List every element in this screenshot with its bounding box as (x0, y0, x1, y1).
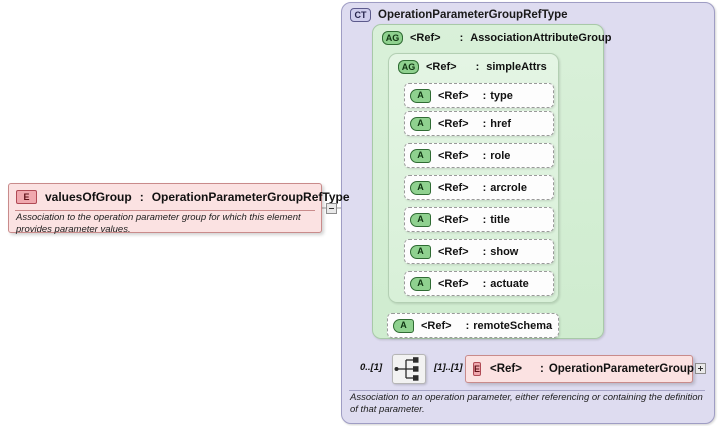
attribute-group-inner-badge-icon: AG (398, 60, 419, 74)
attribute-group-inner-name: simpleAttrs (486, 61, 547, 73)
expand-toggle-plus-icon[interactable] (695, 363, 706, 374)
attribute-text: <Ref>:show (438, 245, 519, 258)
attribute-text: <Ref>:actuate (438, 277, 529, 290)
complex-type-divider (349, 390, 705, 391)
attribute-text: <Ref>:role (438, 149, 511, 162)
element-divider (15, 210, 315, 211)
element-badge-icon: E (16, 190, 37, 204)
element-documentation: Association to the operation parameter g… (16, 212, 301, 235)
element-separator: : (139, 190, 144, 204)
attribute-badge-icon: A (393, 318, 414, 333)
attribute-group-badge-icon: AG (382, 31, 403, 45)
attribute-group-inner-header: AG <Ref> : simpleAttrs (398, 60, 547, 74)
complex-type-documentation: Association to an operation parameter, e… (350, 392, 703, 415)
element-ref-text: <Ref>:OperationParameterGroup (490, 363, 694, 375)
element-values-of-group[interactable]: E valuesOfGroup : OperationParameterGrou… (8, 183, 350, 235)
attribute-row-remote-schema[interactable]: A <Ref>:remoteSchema (387, 313, 559, 338)
attribute-group-outer-ref: <Ref> (410, 32, 441, 44)
attribute-row-show[interactable]: A <Ref>:show (404, 239, 554, 264)
sequence-connector[interactable] (392, 354, 426, 384)
complex-type-badge-icon: CT (350, 8, 371, 22)
attribute-group-inner-separator: : (475, 61, 480, 73)
complex-type-name: OperationParameterGroupRefType (378, 9, 568, 21)
attribute-text: <Ref>:href (438, 117, 512, 130)
element-type: OperationParameterGroupRefType (151, 190, 350, 204)
occurrence-label-left: 0..[1] (360, 362, 383, 373)
attribute-text: <Ref>:type (438, 89, 513, 102)
attribute-badge-icon: A (410, 244, 431, 259)
element-ref-operation-parameter-group[interactable]: E <Ref>:OperationParameterGroup (465, 355, 694, 383)
attribute-badge-icon: A (410, 88, 431, 103)
attribute-badge-icon: A (410, 212, 431, 227)
attribute-badge-icon: A (410, 116, 431, 131)
element-header: E valuesOfGroup : OperationParameterGrou… (16, 190, 350, 204)
sequence-connector-icon (394, 357, 419, 381)
attribute-badge-icon: A (410, 180, 431, 195)
attribute-row-arcrole[interactable]: A <Ref>:arcrole (404, 175, 554, 200)
attribute-badge-icon: A (410, 148, 431, 163)
attribute-text: <Ref>:arcrole (438, 181, 527, 194)
attribute-badge-icon: A (410, 276, 431, 291)
occurrence-label-right: [1]..[1] (434, 362, 463, 373)
collapse-toggle-minus-icon[interactable] (326, 203, 337, 214)
element-name: valuesOfGroup (45, 190, 132, 204)
attribute-group-inner-ref: <Ref> (426, 61, 457, 73)
attribute-row-role[interactable]: A <Ref>:role (404, 143, 554, 168)
attribute-text: <Ref>:title (438, 213, 510, 226)
attribute-row-type[interactable]: A <Ref>:type (404, 83, 554, 108)
attribute-text: <Ref>:remoteSchema (421, 319, 553, 332)
attribute-group-outer-header: AG <Ref> : AssociationAttributeGroup (382, 31, 611, 45)
attribute-row-title[interactable]: A <Ref>:title (404, 207, 554, 232)
element-badge-icon: E (473, 362, 482, 376)
attribute-row-actuate[interactable]: A <Ref>:actuate (404, 271, 554, 296)
attribute-row-href[interactable]: A <Ref>:href (404, 111, 554, 136)
attribute-group-outer-name: AssociationAttributeGroup (470, 32, 612, 44)
complex-type-header: CT OperationParameterGroupRefType (350, 8, 568, 22)
attribute-group-outer-separator: : (459, 32, 464, 44)
